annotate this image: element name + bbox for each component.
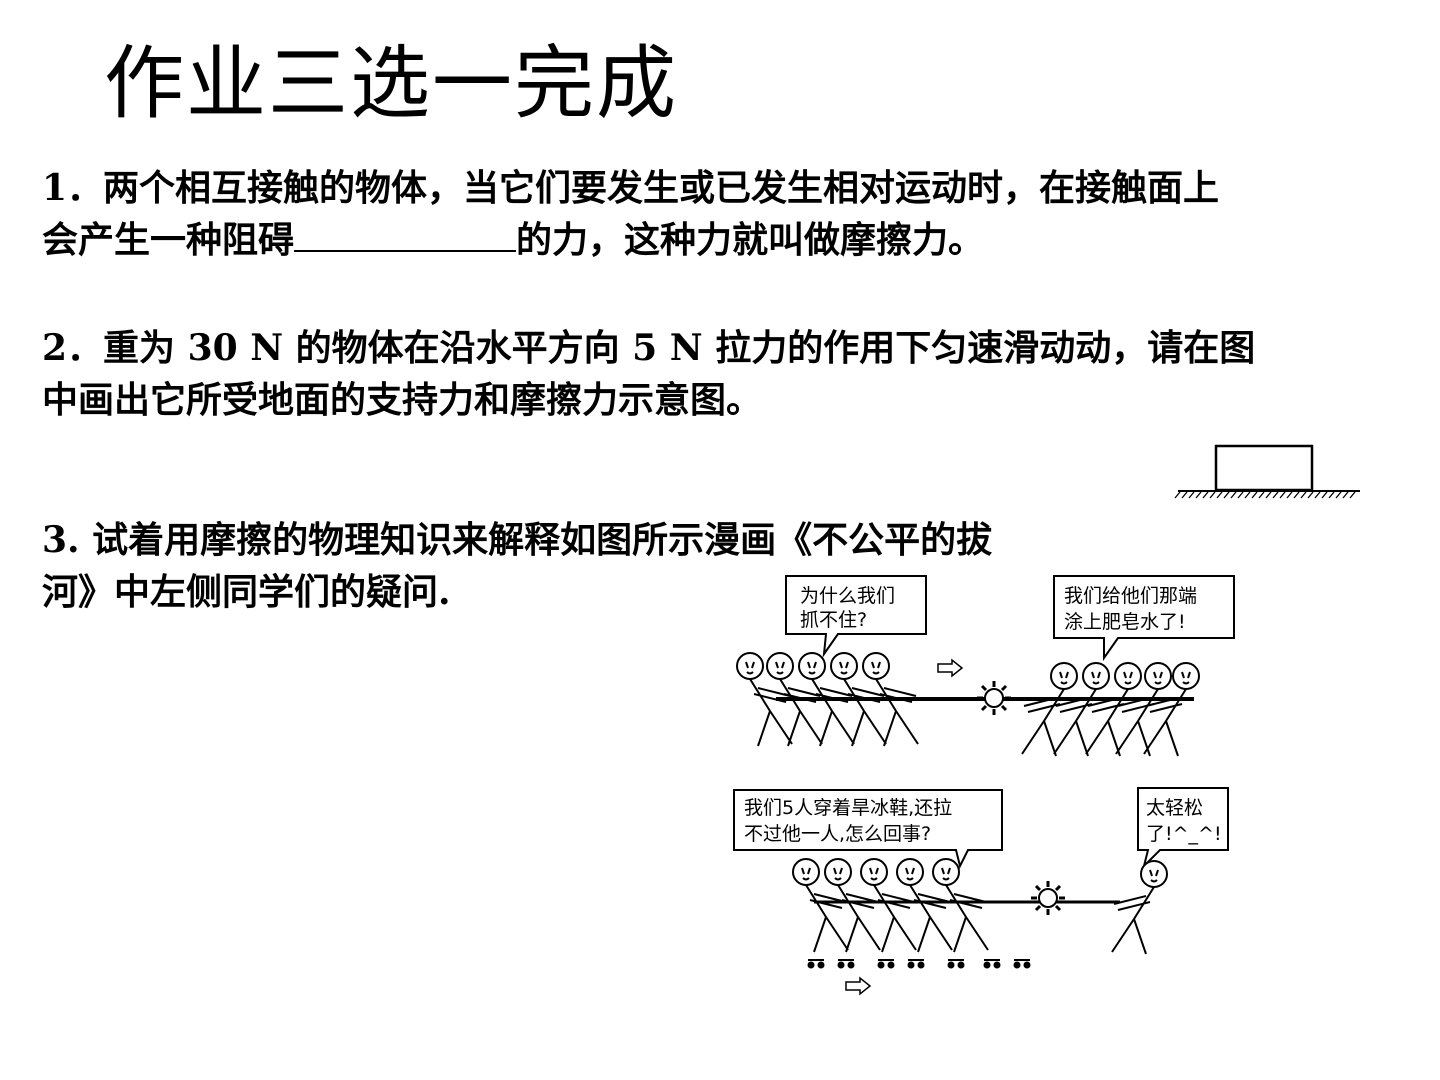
question-1-line-1: 1．两个相互接触的物体，当它们要发生或已发生相对运动时，在接触面上 (42, 167, 1220, 209)
question-2-line-1: 2．重为 30 N 的物体在沿水平方向 5 N 拉力的作用下匀速滑动动，请在图 (42, 327, 1256, 369)
question-1-line-2-start: 会产生一种阻碍 (42, 219, 295, 261)
block-on-ground-diagram (1174, 444, 1360, 499)
top-rope-marker-icon (975, 679, 1013, 717)
bottom-panel-left-team (792, 858, 1032, 970)
question-1: 1．两个相互接触的物体，当它们要发生或已发生相对运动时，在接触面上 会产生一种阻… (42, 162, 1219, 266)
speech-top-left-line-1: 为什么我们 (800, 585, 895, 607)
page-title: 作业三选一完成 (104, 37, 678, 130)
question-3-line-2: 河》中左侧同学们的疑问. (42, 571, 451, 613)
speech-bubble-top-left: 为什么我们 抓不住? (785, 575, 927, 658)
speech-top-left-line-2: 抓不住? (800, 609, 867, 631)
question-2: 2．重为 30 N 的物体在沿水平方向 5 N 拉力的作用下匀速滑动动，请在图 … (42, 322, 1255, 426)
bottom-arrow-icon (845, 977, 871, 995)
speech-bubble-bottom-left: 我们5人穿着旱冰鞋,还拉 不过他一人,怎么回事? (733, 789, 1003, 869)
fill-in-blank (294, 214, 517, 252)
bottom-panel-right-person (1111, 860, 1168, 955)
top-panel-right-team (1021, 662, 1200, 757)
question-3-line-1: 3. 试着用摩擦的物理知识来解释如图所示漫画《不公平的拔 (42, 519, 993, 561)
speech-bottom-left-line-2: 不过他一人,怎么回事? (744, 823, 931, 845)
question-2-line-2: 中画出它所受地面的支持力和摩擦力示意图。 (42, 379, 763, 421)
question-3: 3. 试着用摩擦的物理知识来解释如图所示漫画《不公平的拔 河》中左侧同学们的疑问… (42, 514, 992, 618)
speech-bottom-right-line-2: 了!^_^! (1146, 823, 1222, 845)
top-arrow-icon (937, 659, 963, 677)
block (1214, 444, 1314, 492)
tug-of-war-cartoon: 为什么我们 抓不住? 我们给他们那端 涂上肥皂水了! 我们5人穿着旱冰鞋,还拉 … (733, 575, 1235, 995)
bottom-rope-marker-icon (1029, 879, 1067, 917)
question-1-line-2-end: 的力，这种力就叫做摩擦力。 (516, 219, 985, 261)
speech-bottom-right-line-1: 太轻松 (1146, 797, 1203, 819)
speech-bubble-bottom-right: 太轻松 了!^_^! (1137, 787, 1229, 870)
speech-bottom-left-line-1: 我们5人穿着旱冰鞋,还拉 (744, 797, 952, 819)
question-1-line-2: 会产生一种阻碍 的力，这种力就叫做摩擦力。 (42, 214, 1219, 266)
speech-top-right-line-1: 我们给他们那端 (1064, 585, 1197, 607)
speech-top-right-line-2: 涂上肥皂水了! (1064, 611, 1186, 633)
speech-bubble-top-right: 我们给他们那端 涂上肥皂水了! (1053, 575, 1235, 662)
ground-hatching (1174, 491, 1356, 499)
